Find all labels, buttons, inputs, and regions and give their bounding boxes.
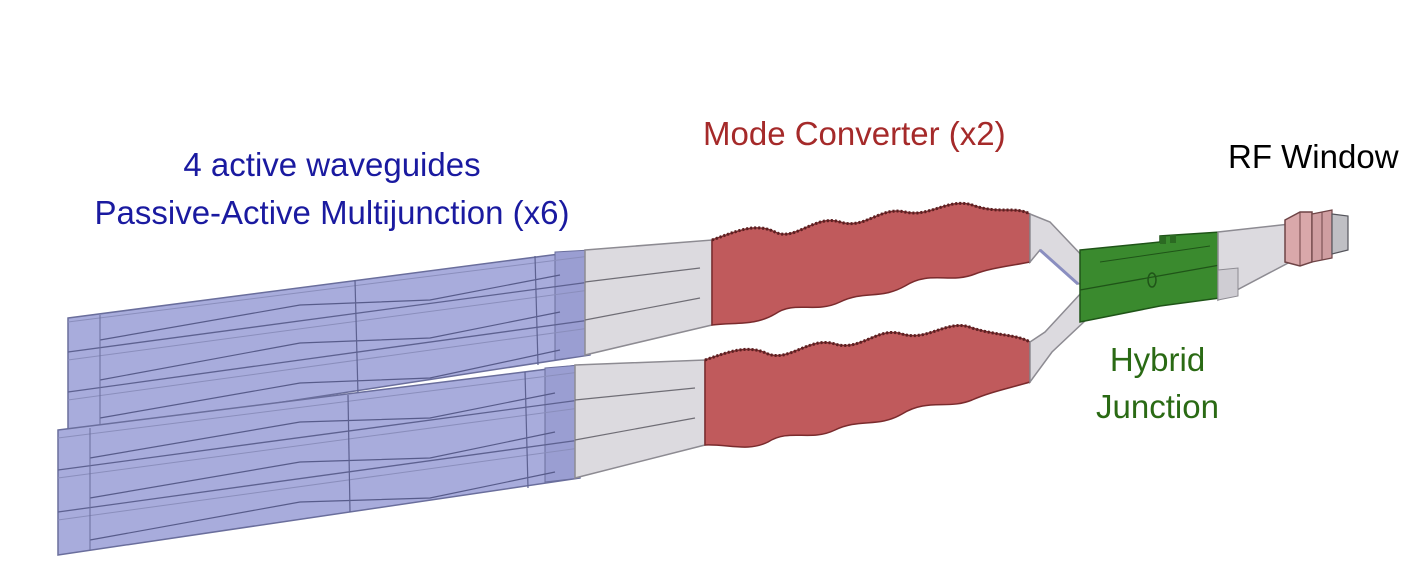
- output-waveguide: [1217, 223, 1291, 302]
- hybrid-junction-label-line2: Junction: [1096, 388, 1219, 425]
- lower-passive-taper: [574, 359, 706, 479]
- rf-window-flange: [1284, 209, 1349, 267]
- upper-multijunction-stack: [67, 249, 591, 436]
- hybrid-junction: [1079, 231, 1221, 323]
- multijunction-label-line1: 4 active waveguides: [183, 146, 481, 183]
- lower-multijunction-side: [544, 364, 581, 483]
- multijunction-label-line2: Passive-Active Multijunction (x6): [94, 194, 570, 231]
- upper-mode-converter: [711, 201, 1031, 326]
- hybrid-junction-label-line1: Hybrid: [1109, 341, 1206, 378]
- mode-converter-label: Mode Converter (x2): [703, 115, 1006, 152]
- upper-multijunction-side: [554, 249, 591, 361]
- lower-mode-converter: [704, 324, 1031, 448]
- rf-window-label: RF Window: [1228, 138, 1399, 175]
- upper-passive-taper: [584, 239, 713, 356]
- lower-multijunction-stack: [57, 364, 581, 556]
